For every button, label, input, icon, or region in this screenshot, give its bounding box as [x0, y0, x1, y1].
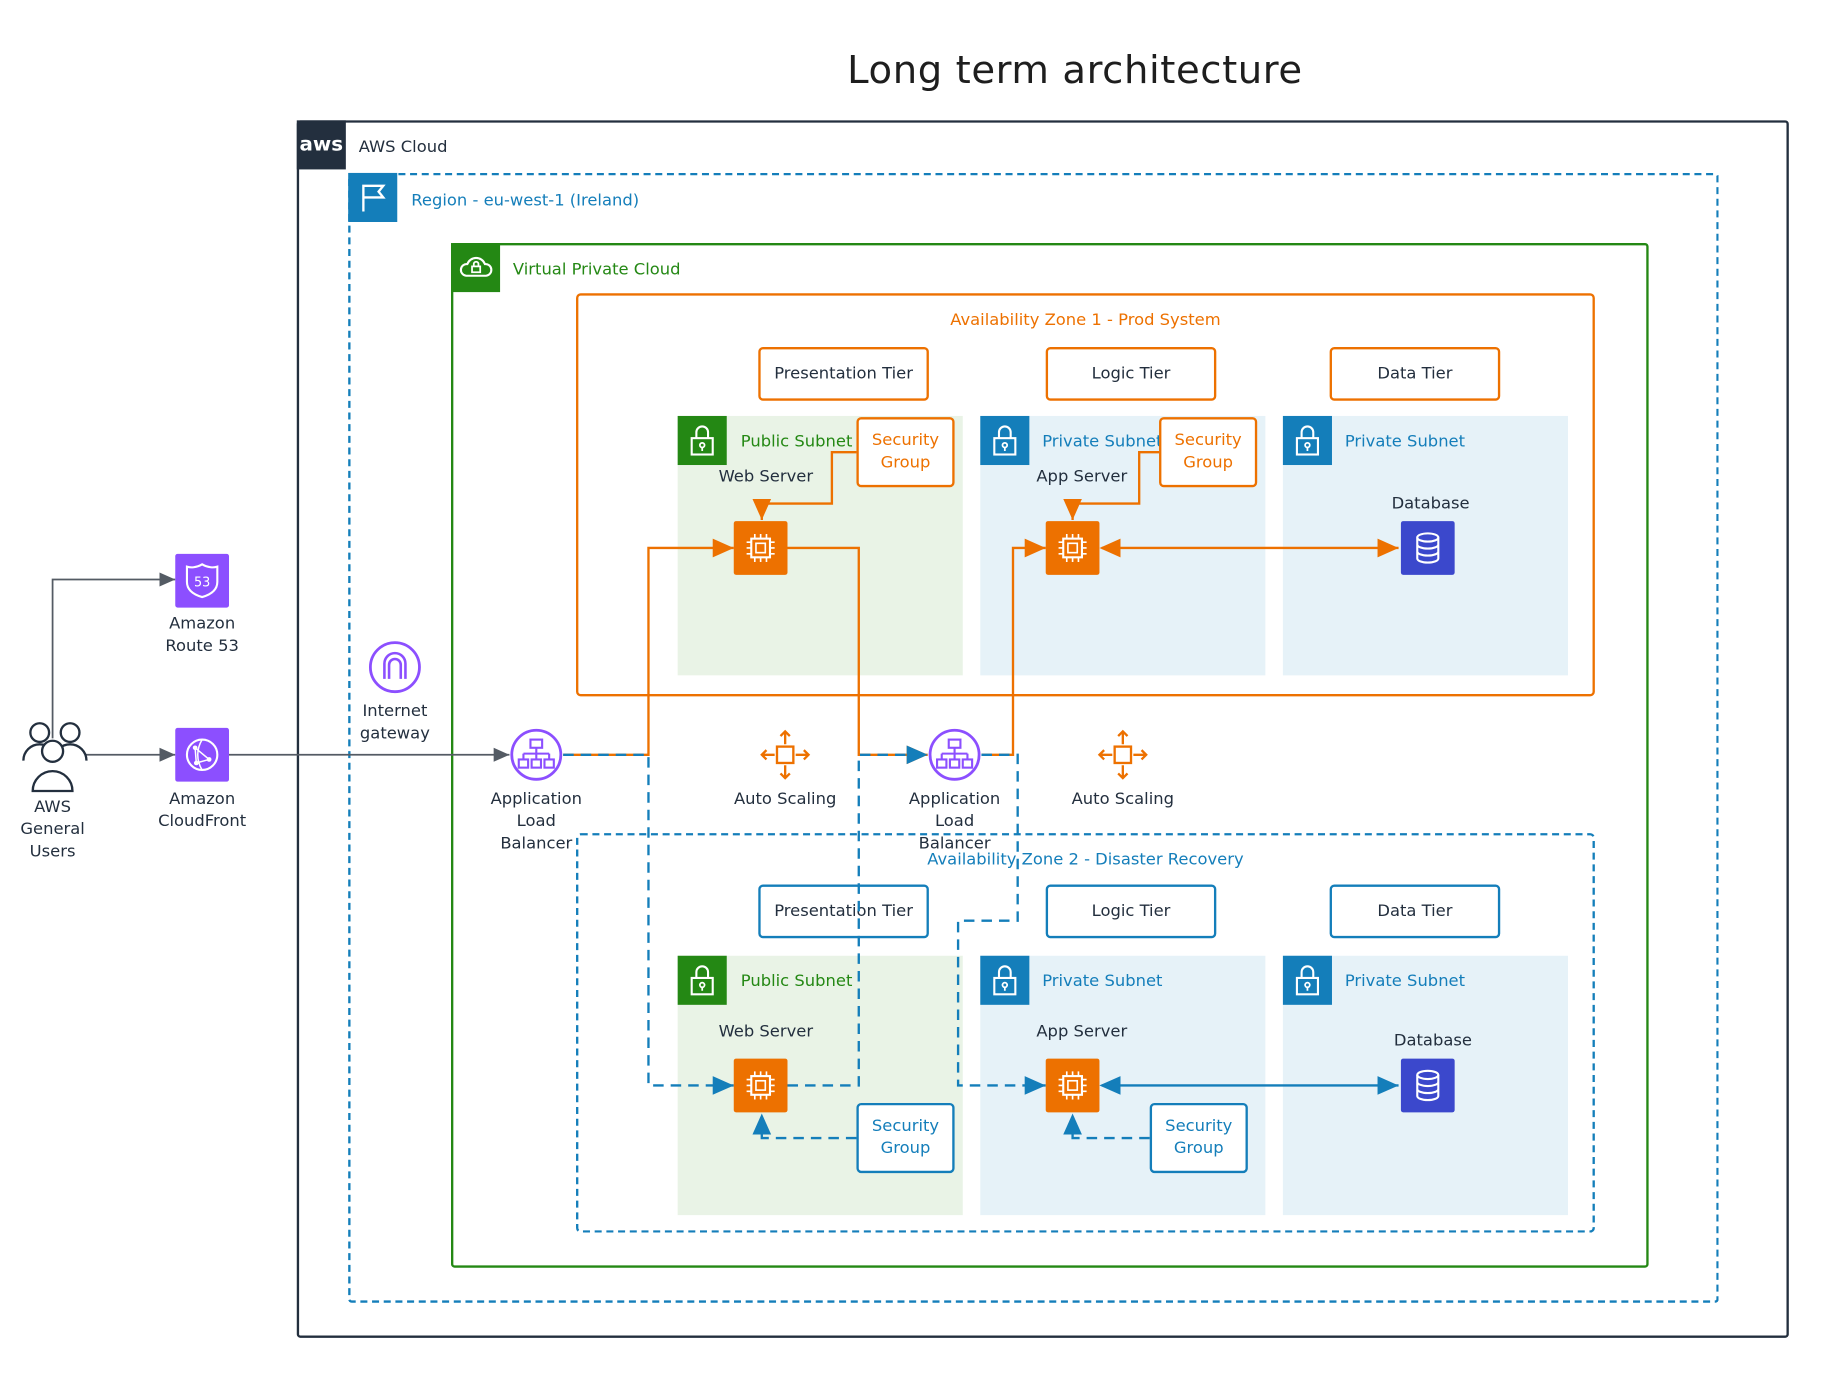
autoscaling-app-label: Auto Scaling	[1071, 789, 1175, 809]
az2-web-server-label: Web Server	[718, 1022, 814, 1042]
az1-app-security-group: Security Group	[1159, 417, 1258, 488]
users-icon	[14, 719, 91, 794]
az2-presentation-tier: Presentation Tier	[758, 884, 929, 939]
autoscaling-web-icon	[758, 728, 812, 782]
autoscaling-web-label: Auto Scaling	[733, 789, 837, 809]
autoscaling-app-icon	[1096, 728, 1150, 782]
region-group	[348, 172, 1719, 1303]
az1-app-server-ec2-icon	[1045, 521, 1100, 575]
alb-app-label: Application Load Balancer	[908, 789, 1001, 853]
az2-private-app-subnet-lock-icon	[980, 955, 1030, 1005]
vpc-label: Virtual Private Cloud	[512, 260, 681, 280]
cloudfront-icon	[175, 727, 230, 782]
az1-private-data-subnet-label: Private Subnet	[1344, 432, 1466, 452]
az2-web-security-group: Security Group	[856, 1102, 955, 1174]
az1-data-tier: Data Tier	[1329, 347, 1501, 401]
az2-private-data-subnet-lock-icon	[1282, 955, 1332, 1005]
region-label: Region - eu-west-1 (Ireland)	[411, 191, 640, 211]
internet-gateway-label: Internet gateway	[359, 702, 430, 744]
vpc-cloud-icon	[451, 243, 501, 293]
az1-web-server-ec2-icon	[733, 521, 788, 575]
az1-database-label: Database	[1391, 494, 1470, 513]
az2-private-data-subnet-label: Private Subnet	[1344, 972, 1466, 991]
az2-database-icon	[1400, 1058, 1455, 1113]
az2-public-subnet-label: Public Subnet	[740, 972, 853, 991]
aws-logo-text: aws	[299, 133, 344, 157]
az1-presentation-tier: Presentation Tier	[758, 347, 929, 401]
cloudfront-label: Amazon CloudFront	[158, 789, 247, 831]
aws-cloud-group	[296, 120, 1789, 1338]
route53-icon: 53	[175, 553, 230, 608]
az1-label: Availability Zone 1 - Prod System	[950, 310, 1221, 330]
az1-database-icon	[1400, 521, 1455, 575]
az1-app-server-label: App Server	[1036, 467, 1128, 487]
internet-gateway-icon	[368, 640, 422, 694]
az1-private-app-subnet-lock-icon	[980, 415, 1030, 466]
az2-public-subnet-lock-icon	[677, 955, 727, 1005]
page-title: Long term architecture	[847, 46, 1303, 93]
route53-label: Amazon Route 53	[165, 614, 239, 656]
users-to-route53-line	[51, 572, 176, 739]
users-label: AWS General Users	[20, 798, 85, 862]
route53-badge: 53	[194, 576, 210, 591]
az1-private-data-subnet-lock-icon	[1282, 415, 1332, 466]
aws-cloud-label: AWS Cloud	[358, 137, 448, 157]
az1-group	[576, 293, 1595, 697]
az1-public-subnet-label: Public Subnet	[740, 432, 853, 452]
az1-logic-tier: Logic Tier	[1045, 347, 1217, 401]
az2-private-app-subnet-label: Private Subnet	[1042, 972, 1163, 991]
az1-private-app-subnet-label: Private Subnet	[1042, 432, 1163, 452]
az1-public-subnet-lock-icon	[677, 415, 727, 466]
az2-logic-tier: Logic Tier	[1045, 884, 1217, 939]
az2-app-server-label: App Server	[1036, 1022, 1128, 1042]
az2-database-label: Database	[1393, 1031, 1472, 1051]
az1-web-security-group: Security Group	[856, 417, 955, 488]
alb-web-label: Application Load Balancer	[490, 789, 582, 853]
alb-web-icon	[509, 728, 563, 782]
az1-web-server-label: Web Server	[718, 467, 814, 487]
az2-web-server-ec2-icon	[733, 1058, 788, 1113]
az2-app-security-group: Security Group	[1149, 1102, 1248, 1174]
aws-logo-icon: aws	[296, 120, 346, 170]
az2-app-server-ec2-icon	[1045, 1058, 1100, 1113]
region-flag-icon	[348, 172, 398, 222]
az2-data-tier: Data Tier	[1329, 884, 1501, 939]
alb-app-icon	[928, 728, 982, 782]
az2-label: Availability Zone 2 - Disaster Recovery	[927, 850, 1244, 870]
